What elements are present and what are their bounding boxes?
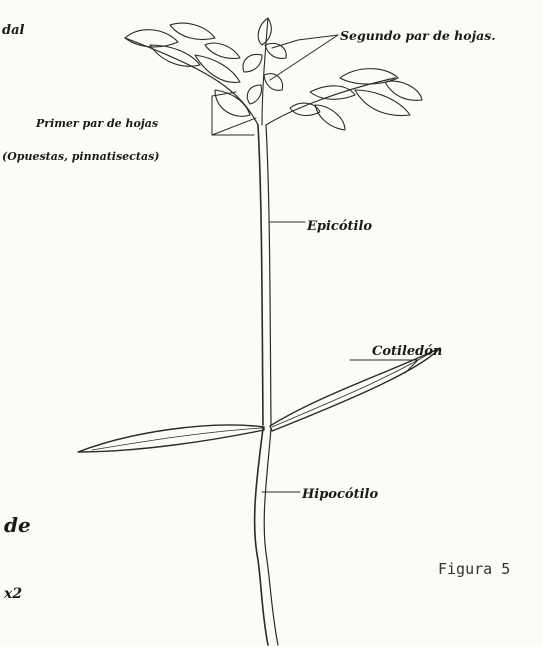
label-first-pair-line2: (Opuestas, pinnatisectas): [2, 150, 159, 163]
epicotyl-stem-edge: [266, 125, 271, 425]
center-leaflet-3: [243, 54, 262, 72]
epicotyl-stem: [258, 125, 263, 425]
left-leaflet-2: [150, 45, 200, 66]
second-pair-leaves: [243, 18, 286, 125]
label-fragment-de: de: [4, 513, 31, 537]
center-leaflet-1: [258, 18, 271, 45]
label-hypocotyl: Hipocótilo: [301, 487, 378, 502]
right-leaflet-2: [355, 90, 410, 116]
center-leaflet-5: [247, 85, 261, 104]
seedling-stem: [255, 125, 278, 645]
left-leaflet-5: [205, 43, 240, 58]
figure-label: Figura 5: [438, 560, 510, 578]
right-leaflet-4: [310, 86, 355, 99]
hypocotyl-stem: [255, 428, 268, 645]
center-leaflet-4: [264, 74, 283, 91]
second-pair-leader-bottom: [270, 35, 338, 80]
right-cotyledon-midrib: [272, 352, 432, 427]
right-leaf-rachis: [266, 78, 395, 125]
label-second-pair: Segundo par de hojas.: [340, 28, 496, 43]
right-leaflet-5: [315, 105, 345, 130]
label-epicotyl: Epicótilo: [306, 219, 372, 234]
center-leaflet-2: [265, 43, 286, 58]
label-fragment-scale: x2: [3, 586, 22, 602]
hypocotyl-stem-edge: [264, 428, 278, 645]
left-leaf-rachis: [125, 38, 258, 125]
label-fragment-top-left: dal: [2, 23, 25, 38]
left-leaflet-1: [125, 30, 178, 47]
left-leaflet-4: [195, 55, 240, 82]
center-leaf-rachis: [262, 18, 268, 125]
left-leaflet-3: [170, 23, 215, 39]
cotyledons: [78, 348, 440, 452]
label-first-pair-line1: Primer par de hojas: [35, 117, 158, 130]
left-leaflet-6: [215, 90, 250, 116]
label-cotyledon: Cotiledón: [372, 344, 442, 359]
right-leaflet-3: [385, 81, 422, 100]
